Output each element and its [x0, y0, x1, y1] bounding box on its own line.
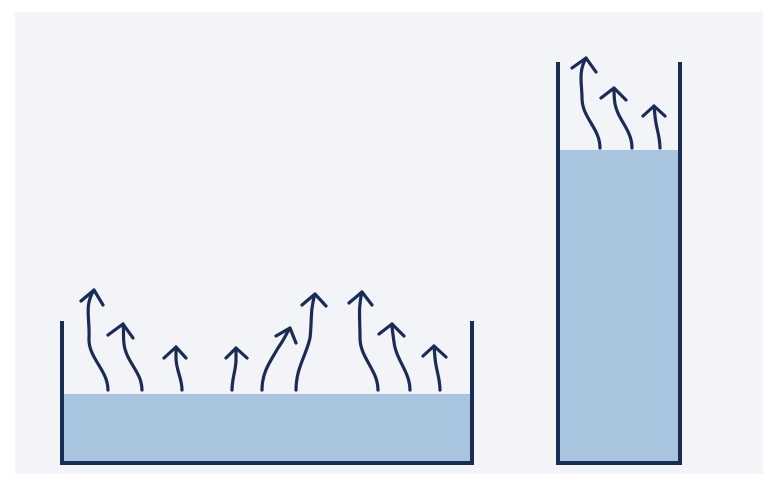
water-fill-wide — [62, 394, 472, 463]
water-fill-tall — [558, 150, 680, 463]
